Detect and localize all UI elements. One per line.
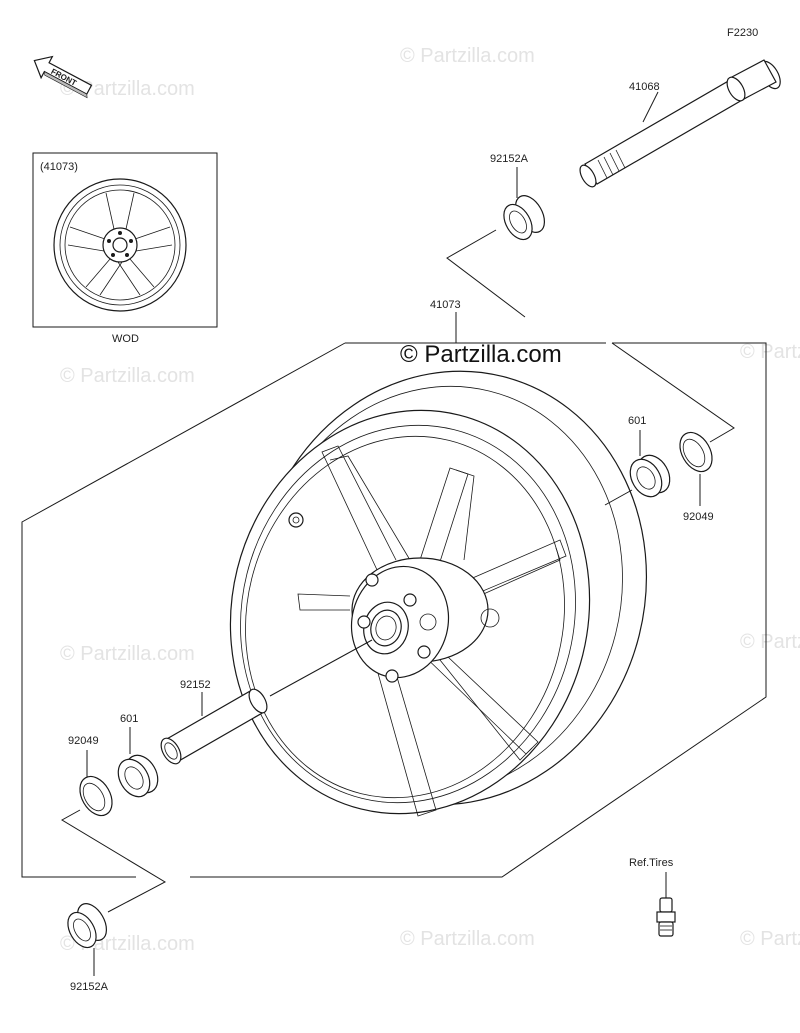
part-label-collar-bottom: 92152A [70,981,109,993]
bearing-left-part: 601 [117,713,159,798]
watermark: © Partzilla.com [60,78,195,100]
inset-caption: WOD [112,333,139,345]
part-label-seal-left: 92049 [68,735,99,747]
seal-left-part: 92049 [61,735,167,913]
wheel-part [229,370,648,817]
axle-part: 41068 [579,59,781,188]
ref-tires-label: Ref.Tires [629,857,674,869]
watermark: © Partzilla.com [740,631,800,653]
diagram-code: F2230 [727,27,758,39]
inset-wheel-variant: (41073) WOD [32,152,218,345]
seal-right-part: 92049 [679,431,714,523]
spacer-part: 92152 [160,639,373,765]
watermark: © Partzilla.com [60,365,195,387]
collar-bottom-part: 92152A [67,903,109,993]
collar-top-part: 92152A [490,153,546,241]
assembly-outline [21,229,767,878]
part-label-wheel: 41073 [430,299,461,311]
part-label-bearing-right: 601 [628,415,646,427]
part-label-seal-right: 92049 [683,511,714,523]
watermark: © Partzilla.com [740,928,800,950]
watermark: © Partzilla.com [400,45,535,67]
watermark: © Partzilla.com [400,928,535,950]
part-label-collar-top: 92152A [490,153,529,165]
copyright-text: © Partzilla.com [400,341,562,368]
inset-wheel-icon [53,178,187,312]
part-label-bearing-left: 601 [120,713,138,725]
bearing-right-part: 601 [604,415,671,506]
part-label-spacer: 92152 [180,679,211,691]
watermark: © Partzilla.com [60,643,195,665]
part-label-axle: 41068 [629,81,660,93]
watermark: © Partzilla.com [740,341,800,363]
valve-part: Ref.Tires [629,857,676,937]
inset-part-ref: (41073) [40,161,78,173]
